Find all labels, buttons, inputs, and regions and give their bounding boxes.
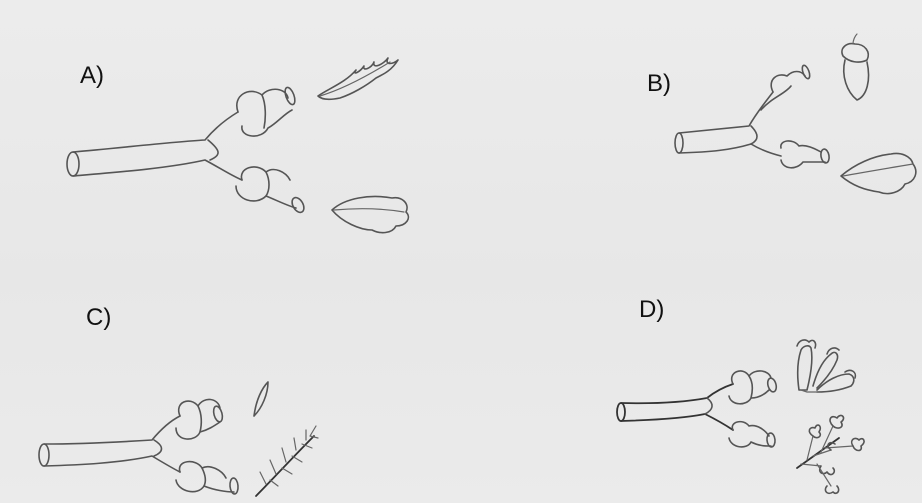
acorn-drawing [842,34,869,100]
branch-drawing [617,371,778,447]
needle-drawing [254,382,268,416]
branch-drawing [675,64,830,167]
branch-drawing [67,86,306,214]
option-a[interactable]: A) [0,0,461,250]
flowering-twig-drawing [797,415,864,493]
option-d-drawing [461,250,922,503]
flower-cluster-drawing [797,340,855,392]
option-b-drawing [461,0,922,250]
option-c-drawing [0,250,461,503]
option-b[interactable]: B) [461,0,922,250]
conifer-sprig-drawing [256,426,318,496]
oval-leaf-drawing [332,197,408,233]
oval-leaf-drawing [841,153,916,193]
option-c[interactable]: C) [0,250,461,503]
branch-drawing [39,399,239,494]
option-a-drawing [0,0,461,250]
option-d[interactable]: D) [461,250,922,503]
jagged-leaf-drawing [318,58,398,99]
